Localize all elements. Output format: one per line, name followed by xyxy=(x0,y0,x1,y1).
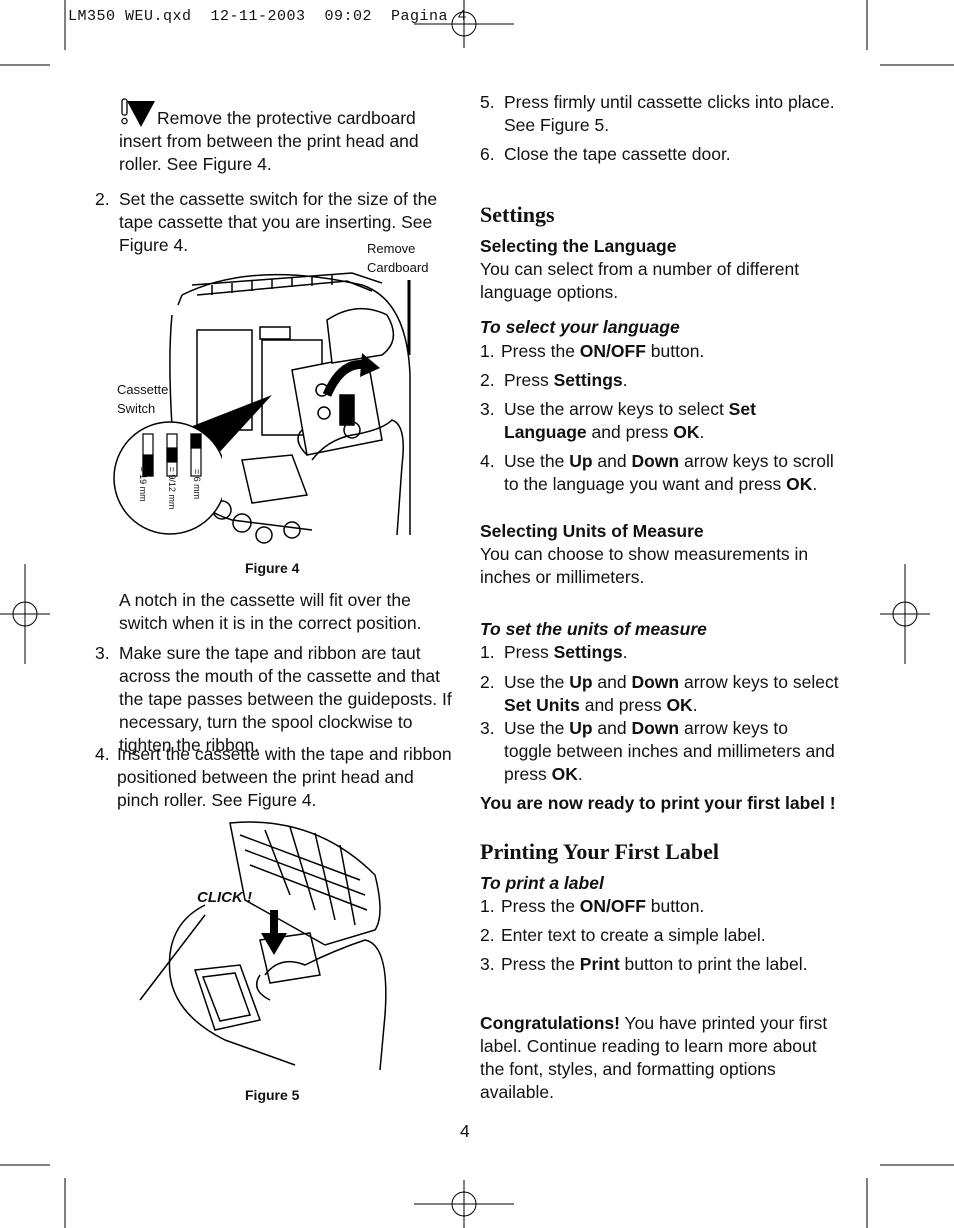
step-text: Insert the cassette with the tape and ri… xyxy=(117,744,452,810)
language-step-2: 2. Press Settings. xyxy=(480,369,840,393)
printing-subheading: To print a label xyxy=(480,873,604,893)
print-step-2: 2. Enter text to create a simple label. xyxy=(480,924,840,948)
step-number: 2. xyxy=(480,370,495,390)
print-step-1: 1. Press the ON/OFF button. xyxy=(480,895,840,919)
step-number: 2. xyxy=(95,189,110,209)
cassette-switch-inset xyxy=(113,421,222,535)
step-3: 3. Make sure the tape and ribbon are tau… xyxy=(95,642,455,755)
units-subheading: To set the units of measure xyxy=(480,619,707,639)
step-number: 5. xyxy=(480,92,495,112)
language-step-1: 1. Press the ON/OFF button. xyxy=(480,340,840,364)
step-text: Set the cassette switch for the size of … xyxy=(119,189,438,255)
print-step-3: 3. Press the Print button to print the l… xyxy=(480,953,840,977)
step-number: 1. xyxy=(480,341,495,361)
language-step-3: 3. Use the arrow keys to select Set Lang… xyxy=(480,398,840,446)
step-text: Use the arrow keys to select Set Languag… xyxy=(504,399,756,442)
warning-icon xyxy=(121,98,155,127)
switch-label-6mm: = 6 mm xyxy=(192,468,202,500)
step-number: 1. xyxy=(480,642,495,662)
step-text: Enter text to create a simple label. xyxy=(501,925,766,945)
step-text: Use the Up and Down arrow keys to select… xyxy=(504,672,839,715)
step-text: Close the tape cassette door. xyxy=(504,144,731,164)
step-4: 4. Insert the cassette with the tape and… xyxy=(95,743,455,813)
step-5: 5. Press firmly until cassette clicks in… xyxy=(480,91,840,139)
step-text: Press the ON/OFF button. xyxy=(501,341,705,361)
units-step-2: 2. Use the Up and Down arrow keys to sel… xyxy=(480,671,840,719)
congratulations-text: Congratulations! You have printed your f… xyxy=(480,1013,828,1102)
step-number: 6. xyxy=(480,144,495,164)
step-text: Use the Up and Down arrow keys to toggle… xyxy=(504,718,835,784)
fig4-label-remove: Remove xyxy=(367,241,416,256)
figure-5-caption: Figure 5 xyxy=(245,1087,300,1103)
step-text: Press Settings. xyxy=(504,642,628,662)
units-heading: Selecting Units of Measure xyxy=(480,521,704,541)
switch-label-912mm: = 9/12 mm xyxy=(167,466,177,510)
language-heading: Selecting the Language xyxy=(480,236,677,256)
step-number: 2. xyxy=(480,672,495,692)
step-text: Use the Up and Down arrow keys to scroll… xyxy=(504,451,834,494)
step-6: 6. Close the tape cassette door. xyxy=(480,143,840,167)
step-number: 1. xyxy=(480,896,495,916)
language-step-4: 4. Use the Up and Down arrow keys to scr… xyxy=(480,450,840,498)
settings-heading: Settings xyxy=(480,202,555,227)
units-step-3: 3. Use the Up and Down arrow keys to tog… xyxy=(480,717,840,787)
printing-heading: Printing Your First Label xyxy=(480,839,719,864)
step-text: Press firmly until cassette clicks into … xyxy=(504,92,835,135)
click-label: CLICK ! xyxy=(197,889,252,906)
figure-4-illustration xyxy=(169,272,411,544)
ready-text: You are now ready to print your first la… xyxy=(480,793,836,813)
step-number: 3. xyxy=(95,643,110,663)
language-intro: You can select from a number of differen… xyxy=(480,259,800,302)
figure-4-caption: Figure 4 xyxy=(245,560,300,576)
units-intro: You can choose to show measurements in i… xyxy=(480,544,809,587)
page-number: 4 xyxy=(460,1121,470,1141)
units-step-1: 1. Press Settings. xyxy=(480,641,840,665)
step-text: Press the ON/OFF button. xyxy=(501,896,705,916)
step-number: 2. xyxy=(480,925,495,945)
step-number: 4. xyxy=(480,451,495,471)
language-subheading: To select your language xyxy=(480,317,680,337)
step-number: 3. xyxy=(480,399,495,419)
step-number: 3. xyxy=(480,954,495,974)
fig4-label-cassette: Cassette xyxy=(117,382,169,397)
step-text: Press the Print button to print the labe… xyxy=(501,954,808,974)
fig4-label-switch: Switch xyxy=(117,401,156,416)
step-text: Press Settings. xyxy=(504,370,628,390)
switch-label-19mm: = 19 mm xyxy=(138,466,148,502)
warning-text: Remove the protective cardboard insert f… xyxy=(119,108,419,174)
figure-5-illustration xyxy=(139,821,387,1071)
step-number: 4. xyxy=(95,744,110,764)
notch-text: A notch in the cassette will fit over th… xyxy=(119,590,422,633)
step-text: Make sure the tape and ribbon are taut a… xyxy=(119,643,452,755)
fig4-label-cardboard: Cardboard xyxy=(367,260,429,275)
file-slug: LM350 WEU.qxd 12-11-2003 09:02 Pagina 4 xyxy=(68,8,468,25)
step-2: 2. Set the cassette switch for the size … xyxy=(95,188,455,255)
step-number: 3. xyxy=(480,718,495,738)
